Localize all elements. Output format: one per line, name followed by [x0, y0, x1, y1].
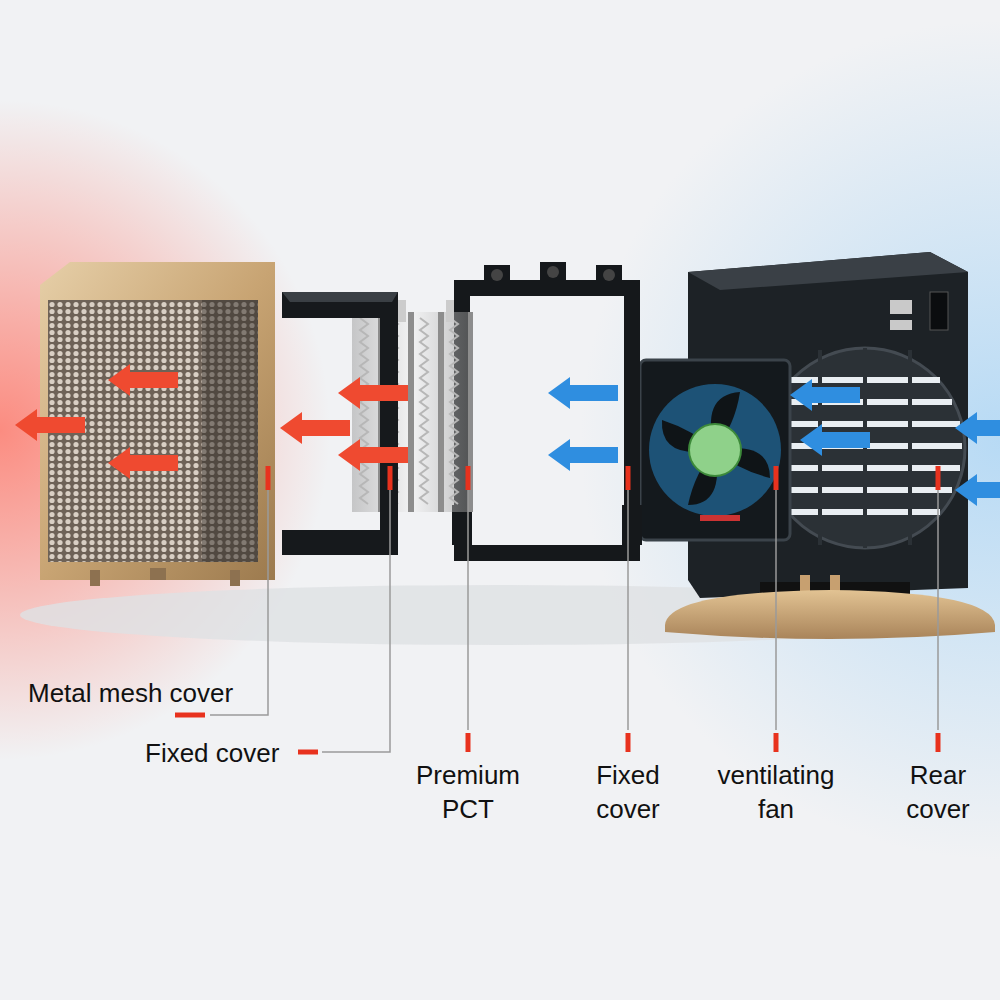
rear-cover	[665, 252, 995, 639]
pct-heater	[352, 300, 473, 512]
hot-air-arrows	[15, 364, 408, 479]
part-label: Fixed cover	[145, 736, 279, 770]
cool-air-arrows	[548, 377, 1000, 506]
red-markers	[175, 466, 938, 752]
fixed-cover-rear	[452, 262, 642, 553]
part-label: Rear cover	[886, 758, 990, 826]
part-label: ventilating fan	[701, 758, 851, 826]
ventilating-fan	[640, 360, 790, 540]
part-label: Metal mesh cover	[28, 676, 233, 710]
part-label: Premium PCT	[406, 758, 530, 826]
part-label: Fixed cover	[578, 758, 678, 826]
leader-lines	[210, 490, 938, 752]
